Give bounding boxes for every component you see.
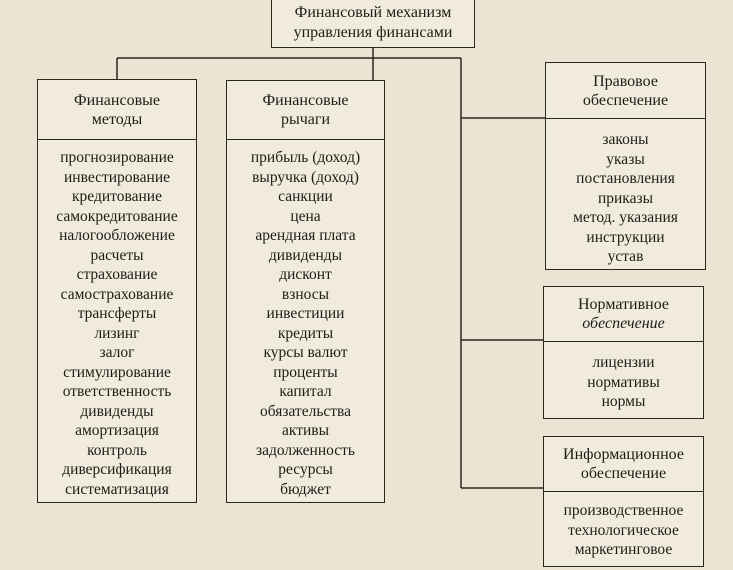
- list-item: капитал: [279, 383, 332, 400]
- legal-title-line1: Правовое: [593, 72, 658, 90]
- normative-title-line2: обеспечение: [582, 315, 665, 332]
- list-item: кредиты: [277, 324, 334, 342]
- list-item: прогнозирование: [60, 149, 174, 166]
- info-title-line1: Информационное: [563, 446, 684, 463]
- list-item: дивиденды: [268, 246, 343, 264]
- list-item: взносы: [281, 285, 330, 303]
- levers-title-line2: рычаги: [280, 111, 331, 128]
- list-item: указы: [606, 150, 645, 168]
- financial-mechanism-box: Финансовый механизм управления финансами: [271, 0, 475, 48]
- list-item: диверсификация: [62, 461, 172, 478]
- list-item: контроль: [87, 441, 147, 459]
- methods-title-line1: Финансовые: [74, 91, 160, 109]
- list-item: самострахование: [60, 285, 174, 303]
- legal-support-box: Правовое обеспечение законы указы постан…: [545, 62, 706, 270]
- top-title-line2: управления финансами: [293, 24, 453, 41]
- information-support-box: Информационное обеспечение производствен…: [543, 436, 704, 567]
- list-item: систематизация: [65, 480, 169, 498]
- list-item: инвестиции: [266, 305, 345, 322]
- list-item: бюджет: [280, 480, 331, 498]
- list-item: инвестирование: [64, 168, 170, 186]
- list-item: приказы: [597, 189, 654, 207]
- financial-levers-box: Финансовые рычаги прибыль (доход) выручк…: [226, 80, 385, 503]
- list-item: кредитование: [72, 188, 162, 205]
- legal-title-line2: обеспечение: [582, 91, 669, 109]
- methods-list: прогнозирование инвестирование кредитова…: [38, 148, 196, 499]
- list-item: налогообложение: [59, 227, 175, 244]
- list-item: законы: [602, 131, 649, 148]
- list-item: производственное: [563, 502, 684, 519]
- list-item: постановления: [576, 170, 675, 187]
- list-item: самокредитование: [56, 207, 178, 225]
- normative-support-box: Нормативное обеспечение лицензии нормати…: [543, 286, 704, 419]
- levers-title-line1: Финансовые: [262, 92, 349, 109]
- financial-methods-header: Финансовые методы: [38, 80, 196, 140]
- list-item: арендная плата: [255, 227, 356, 244]
- info-list: производственное технологическое маркети…: [544, 501, 703, 560]
- list-item: трансферты: [77, 305, 157, 322]
- list-item: задолженность: [255, 441, 355, 459]
- list-item: расчеты: [90, 246, 144, 264]
- list-item: курсы валют: [263, 344, 348, 361]
- list-item: дисконт: [279, 266, 332, 283]
- list-item: нормативы: [587, 373, 660, 391]
- list-item: метод. указания: [573, 209, 678, 226]
- list-item: лизинг: [94, 324, 140, 342]
- normative-support-header: Нормативное обеспечение: [544, 287, 703, 342]
- list-item: обязательства: [259, 402, 352, 420]
- list-item: нормы: [601, 393, 646, 410]
- list-item: залог: [99, 344, 135, 361]
- list-item: прибыль (доход): [250, 149, 361, 166]
- methods-title-line2: методы: [91, 110, 143, 128]
- list-item: стимулирование: [63, 363, 171, 381]
- legal-support-header: Правовое обеспечение: [546, 63, 705, 119]
- list-item: амортизация: [75, 422, 159, 439]
- levers-list: прибыль (доход) выручка (доход) санкции …: [227, 148, 384, 499]
- list-item: страхование: [76, 266, 158, 283]
- list-item: санкции: [278, 188, 333, 205]
- list-item: выручка (доход): [252, 168, 359, 186]
- normative-list: лицензии нормативы нормы: [544, 353, 703, 412]
- financial-methods-box: Финансовые методы прогнозирование инвест…: [37, 79, 197, 503]
- list-item: ресурсы: [278, 461, 333, 478]
- list-item: дивиденды: [80, 402, 154, 420]
- list-item: активы: [281, 422, 329, 439]
- information-support-header: Информационное обеспечение: [544, 437, 703, 492]
- legal-list: законы указы постановления приказы метод…: [546, 130, 705, 267]
- top-title-line1: Финансовый механизм: [294, 4, 452, 21]
- list-item: устав: [607, 248, 644, 265]
- list-item: технологическое: [568, 521, 679, 539]
- list-item: ответственность: [62, 383, 172, 400]
- list-item: цена: [290, 207, 321, 225]
- financial-levers-header: Финансовые рычаги: [227, 81, 384, 140]
- info-title-line2: обеспечение: [580, 465, 667, 482]
- list-item: лицензии: [592, 354, 655, 371]
- list-item: маркетинговое: [574, 541, 673, 558]
- list-item: инструкции: [586, 228, 665, 246]
- list-item: проценты: [273, 363, 338, 381]
- normative-title-line1: Нормативное: [578, 296, 669, 313]
